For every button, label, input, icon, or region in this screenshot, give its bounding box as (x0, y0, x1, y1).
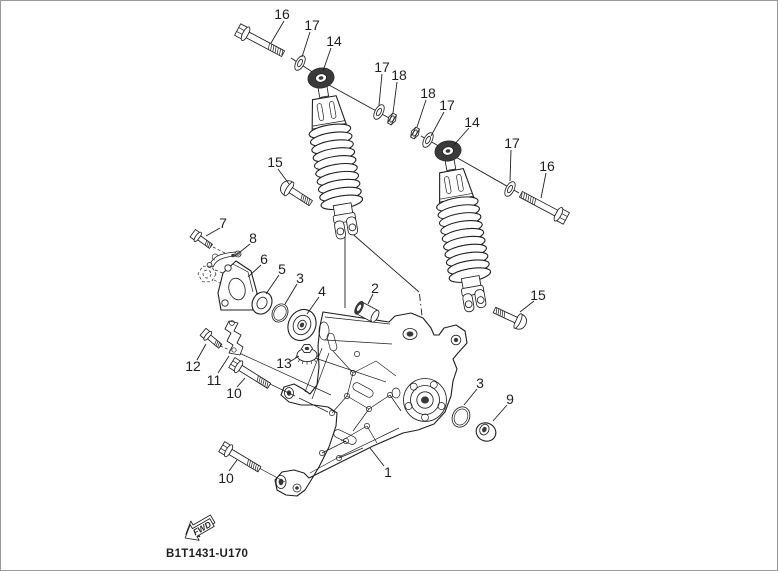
axle-hub (391, 378, 447, 422)
callout-17-a[interactable]: 17 (304, 17, 320, 33)
callout-17-b[interactable]: 17 (374, 59, 390, 75)
callout-17-d[interactable]: 17 (504, 135, 520, 151)
part-3-oring-right (451, 406, 471, 428)
part-4-bearing (287, 308, 317, 342)
swingarm-ribs (319, 350, 402, 461)
callout-14-left[interactable]: 14 (326, 33, 342, 49)
callout-15-left[interactable]: 15 (267, 154, 283, 170)
part-5-seal (251, 291, 273, 315)
callout-13[interactable]: 13 (276, 355, 292, 371)
callout-16-left[interactable]: 16 (274, 6, 290, 22)
callout-18-b[interactable]: 18 (420, 85, 436, 101)
callout-6[interactable]: 6 (260, 251, 268, 267)
fwd-arrow: FWD (184, 514, 216, 541)
part-12-bolt (198, 327, 225, 351)
callout-3-right[interactable]: 3 (476, 375, 484, 391)
callout-12[interactable]: 12 (185, 358, 201, 374)
part-15-bolt-right (490, 302, 530, 333)
part-7-bolt (189, 228, 215, 252)
callout-15-right[interactable]: 15 (530, 287, 546, 303)
part-9-cap (475, 422, 497, 442)
callout-10-upper[interactable]: 10 (226, 385, 242, 401)
shock-absorber-left (299, 65, 369, 241)
callout-7[interactable]: 7 (219, 215, 227, 231)
part-16-bolt-left (233, 22, 288, 61)
callout-17-c[interactable]: 17 (439, 97, 455, 113)
part-11-clamp (224, 320, 244, 356)
diagram-part-code: B1T1431-U170 (166, 548, 248, 560)
part-6-bracket (217, 260, 258, 311)
callout-4[interactable]: 4 (318, 283, 326, 299)
part-17-washer-d (502, 179, 518, 199)
swingarm (274, 311, 468, 497)
callout-5[interactable]: 5 (278, 261, 286, 277)
callout-3-left[interactable]: 3 (296, 270, 304, 286)
part-13-nut (295, 343, 319, 365)
callout-2[interactable]: 2 (371, 280, 379, 296)
part-2-bushing (354, 300, 380, 323)
part-17-washer-a (292, 53, 308, 73)
part-17-washer-b (371, 102, 387, 122)
leader-lines (196, 20, 547, 472)
callout-10-lower[interactable]: 10 (218, 470, 234, 486)
part-15-bolt-left (277, 177, 316, 211)
part-3-oring-left (271, 303, 289, 323)
part-16-bolt-right (516, 187, 571, 226)
callout-1[interactable]: 1 (384, 464, 392, 480)
callout-16-right[interactable]: 16 (539, 158, 555, 174)
callout-9[interactable]: 9 (506, 391, 514, 407)
part-18-nut-a (385, 111, 399, 127)
callout-14-right[interactable]: 14 (464, 114, 480, 130)
callout-8[interactable]: 8 (249, 230, 257, 246)
hidden-frame-nut (197, 265, 217, 283)
callout-18-a[interactable]: 18 (391, 67, 407, 83)
part-18-nut-b (408, 125, 422, 141)
part-17-washer-c (420, 130, 436, 150)
callout-11[interactable]: 11 (207, 372, 222, 388)
shock-absorber-right (426, 138, 497, 314)
